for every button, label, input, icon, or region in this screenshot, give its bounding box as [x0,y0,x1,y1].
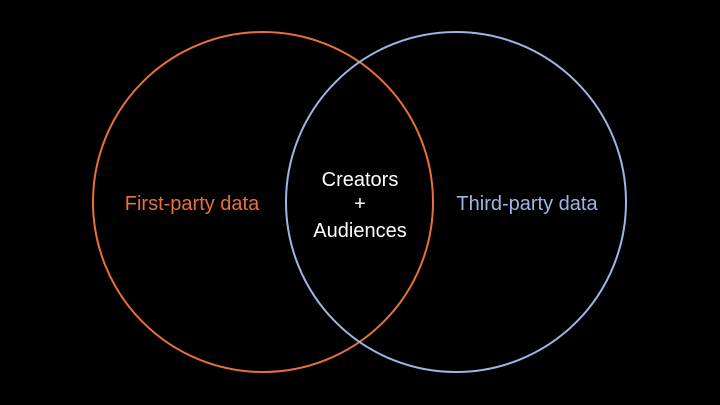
first-party-circle [92,31,434,373]
third-party-label: Third-party data [456,193,598,215]
first-party-label: First-party data [125,193,260,215]
intersection-line-creators: Creators [322,169,399,191]
intersection-line-audiences: Audiences [313,220,406,242]
intersection-line-plus: + [354,193,366,215]
third-party-circle [285,31,627,373]
